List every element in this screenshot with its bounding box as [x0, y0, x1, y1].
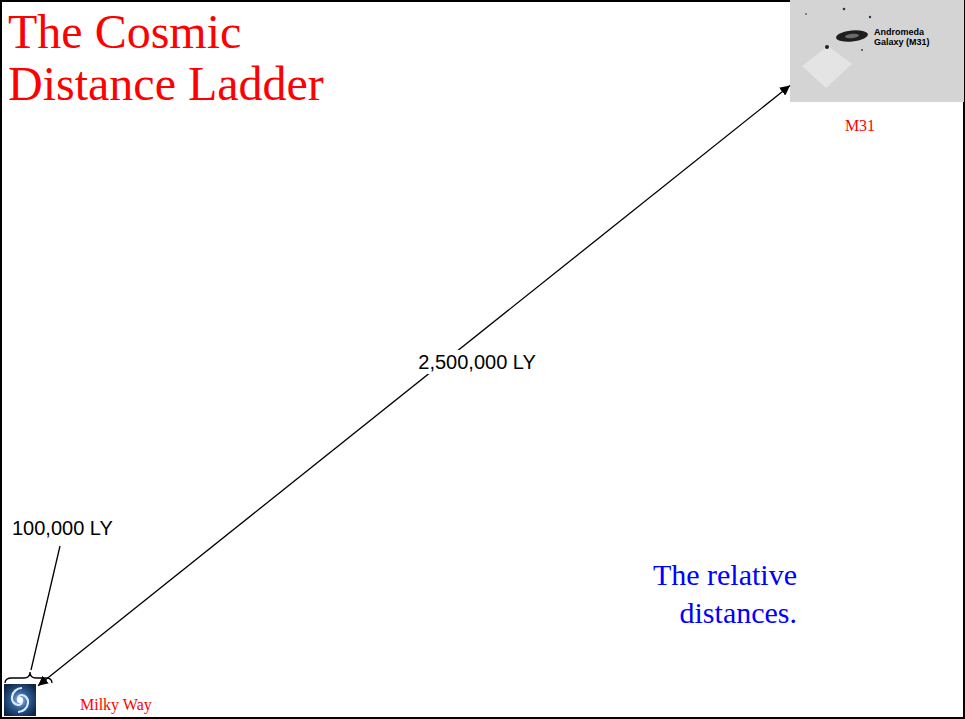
galaxy-label: M31: [845, 117, 875, 135]
distance-label: 2,500,000 LY: [414, 350, 540, 374]
size-label: 100,000 LY: [12, 516, 113, 540]
distance-arrow: [38, 85, 790, 685]
galaxy-disc: [836, 29, 869, 43]
image-caption: Andromeda Galaxy (M31): [874, 27, 938, 47]
note-text: The relative distances.: [612, 556, 797, 632]
star-dot: [805, 13, 807, 15]
spiral-arm: [12, 688, 22, 705]
leader-line: [31, 546, 60, 670]
star-dot: [843, 8, 846, 11]
star-dot: [825, 45, 829, 49]
slide-title: The Cosmic Distance Ladder: [8, 6, 378, 110]
galaxy-core: [18, 698, 23, 703]
star-dot: [869, 16, 871, 18]
star-dot: [861, 49, 863, 51]
galaxy-icon-box: Milky Way: [4, 684, 38, 717]
milky-way-icon: [4, 684, 36, 716]
size-bracket: [5, 672, 52, 683]
andromeda-photo: [790, 0, 964, 102]
photo-patch: [802, 46, 852, 88]
galaxy-image-box: Andromeda Galaxy (M31)M31: [790, 0, 964, 102]
galaxy-core: [845, 33, 859, 39]
galaxy-label: Milky Way: [80, 696, 152, 714]
